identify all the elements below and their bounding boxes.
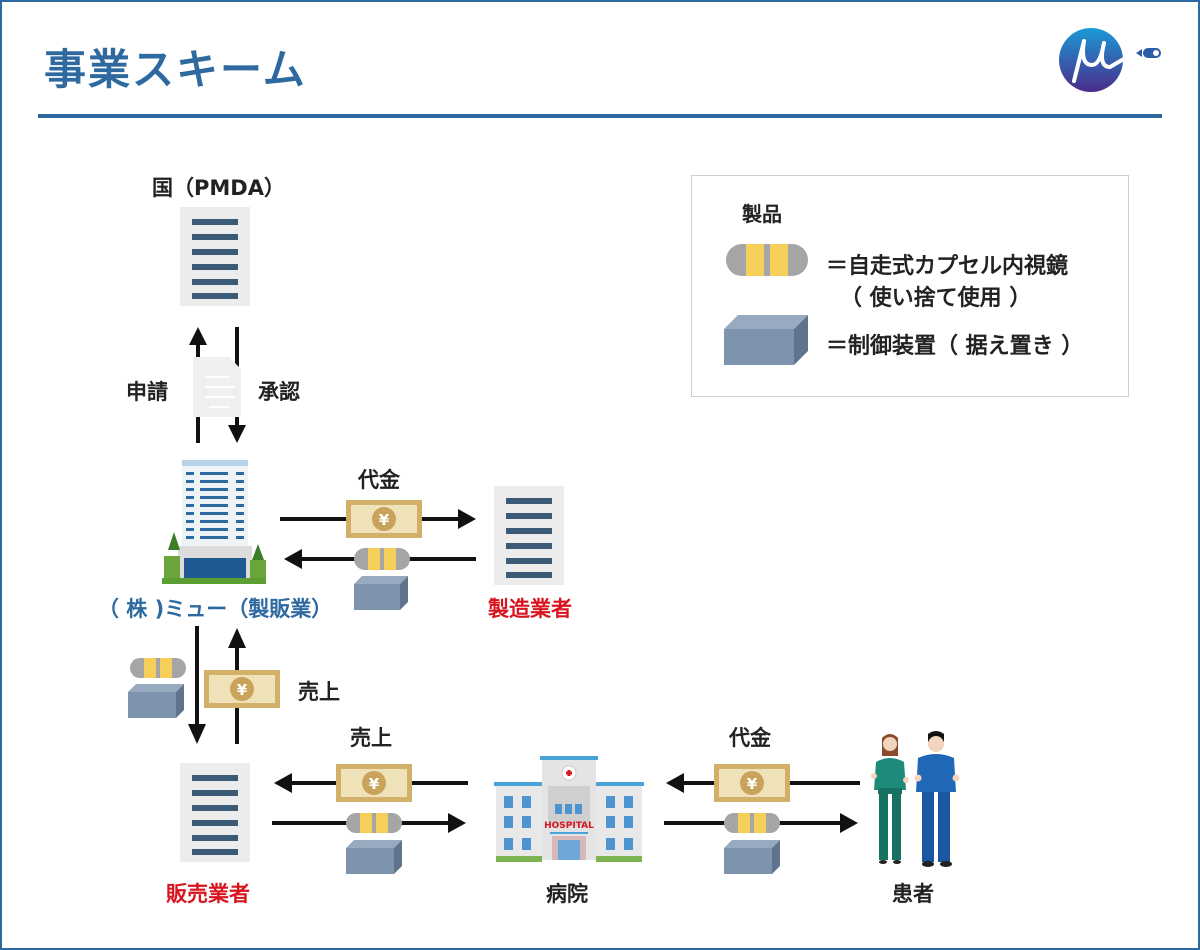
- capsule-endoscope-icon: [724, 813, 780, 833]
- legend-capsule-sublabel: （ 使い捨て使用 ）: [840, 286, 1032, 311]
- legend-heading: 製品: [742, 202, 782, 226]
- control-device-icon: [354, 576, 408, 610]
- hospital-sign: HOSPITAL: [544, 821, 594, 831]
- svg-text:¥: ¥: [747, 775, 758, 793]
- node-manufacturer-label: 製造業者: [488, 597, 572, 621]
- capsule-endoscope-icon: [130, 658, 186, 678]
- legend-capsule-label: ＝自走式カプセル内視鏡: [826, 254, 1069, 279]
- page-title: 事業スキーム: [44, 45, 307, 94]
- node-company-label: （ 株 )ミュー（製販業）: [98, 597, 333, 621]
- yen-banknote-icon: ¥: [204, 670, 280, 708]
- control-device-icon: [346, 840, 402, 874]
- payment-to-manufacturer-label: 代金: [358, 468, 400, 492]
- svg-text:¥: ¥: [379, 511, 390, 529]
- application-paper-icon: [193, 357, 241, 417]
- payment-from-patient-label: 代金: [729, 726, 771, 750]
- yen-banknote-icon: ¥: [336, 764, 412, 802]
- office-building-icon: [162, 460, 266, 584]
- node-hospital-label: 病院: [546, 882, 588, 906]
- sales-from-hospital-label: 売上: [350, 726, 392, 750]
- yen-banknote-icon: ¥: [346, 500, 422, 538]
- node-patient-label: 患者: [892, 882, 934, 906]
- control-device-icon: [128, 684, 184, 718]
- approve-label: 承認: [258, 380, 300, 404]
- node-government-label: 国（PMDA）: [152, 176, 285, 200]
- capsule-endoscope-icon: [346, 813, 402, 833]
- document-icon: [180, 207, 250, 306]
- distributor-document-icon: [180, 763, 250, 862]
- capsule-endoscope-icon: [726, 244, 808, 276]
- control-device-icon: [724, 840, 780, 874]
- legend-device-label: ＝制御装置（ 据え置き ）: [826, 334, 1084, 359]
- male-patient-icon: [914, 731, 960, 867]
- node-distributor-label: 販売業者: [166, 882, 250, 906]
- product-legend: 製品 ＝自走式カプセル内視鏡 （ 使い捨て使用 ） ＝制御装置（ 据え置き ）: [691, 175, 1129, 397]
- svg-text:¥: ¥: [369, 775, 380, 793]
- yen-banknote-icon: ¥: [714, 764, 790, 802]
- svg-text:¥: ¥: [237, 681, 248, 699]
- sales-from-distributor-label: 売上: [298, 680, 340, 704]
- hospital-building-icon: HOSPITAL: [494, 756, 644, 862]
- control-device-icon: [724, 315, 808, 365]
- capsule-endoscope-icon: [354, 548, 410, 570]
- distributor-hospital-flows: ¥: [272, 764, 468, 874]
- title-underline: [38, 114, 1162, 118]
- hospital-patient-flows: ¥: [664, 764, 860, 874]
- female-patient-icon: [871, 734, 909, 864]
- company-manufacturer-flows: ¥: [280, 500, 476, 610]
- manufacturer-document-icon: [494, 486, 564, 585]
- patients-icon: [871, 731, 960, 867]
- mu-logo-icon: [1059, 28, 1161, 92]
- apply-label: 申請: [126, 380, 168, 404]
- company-distributor-flows: ¥: [128, 626, 280, 744]
- apply-approve-arrows: [189, 327, 246, 443]
